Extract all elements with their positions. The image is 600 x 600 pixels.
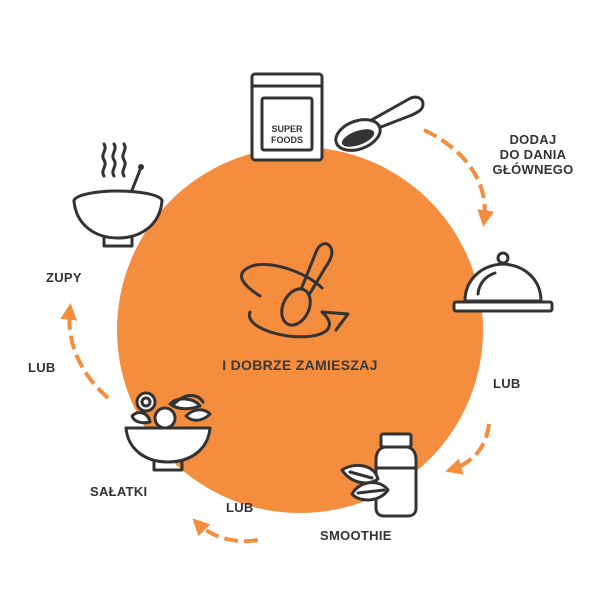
smoothie-label: SMOOTHIE [320, 528, 392, 543]
or-connector-label-left: LUB [28, 360, 56, 375]
package-label-line2: FOODS [270, 135, 303, 145]
or-connector-label-bottom: LUB [226, 500, 254, 515]
stirring-spoon-icon [240, 242, 350, 339]
package-label: SUPER FOODS [254, 124, 320, 146]
add-to-main-dish-line1: DODAJ [509, 132, 557, 147]
superfoods-package-icon [250, 72, 324, 162]
arrow-to-soup [60, 302, 110, 400]
soup-label: ZUPY [46, 270, 82, 285]
arrow-to-main-dish [423, 128, 494, 227]
spoon-icon [334, 95, 425, 152]
soup-bowl-icon [72, 142, 164, 248]
cloche-icon [452, 251, 554, 313]
add-to-main-dish-line2: DO DANIA [499, 147, 567, 162]
salad-bowl-icon [124, 391, 212, 472]
arrow-to-smoothie [445, 423, 491, 475]
package-label-line1: SUPER [271, 124, 303, 134]
add-to-main-dish-line3: GŁÓWNEGO [492, 162, 574, 177]
smoothie-jar-icon [340, 432, 418, 518]
add-to-main-dish-label: DODAJ DO DANIA GŁÓWNEGO [478, 132, 588, 177]
background-circle [117, 147, 483, 513]
or-connector-label-right: LUB [493, 376, 521, 391]
arrow-to-salad [192, 518, 259, 544]
salad-label: SAŁATKI [90, 484, 148, 499]
center-instruction-label: I DOBRZE ZAMIESZAJ [222, 357, 378, 373]
